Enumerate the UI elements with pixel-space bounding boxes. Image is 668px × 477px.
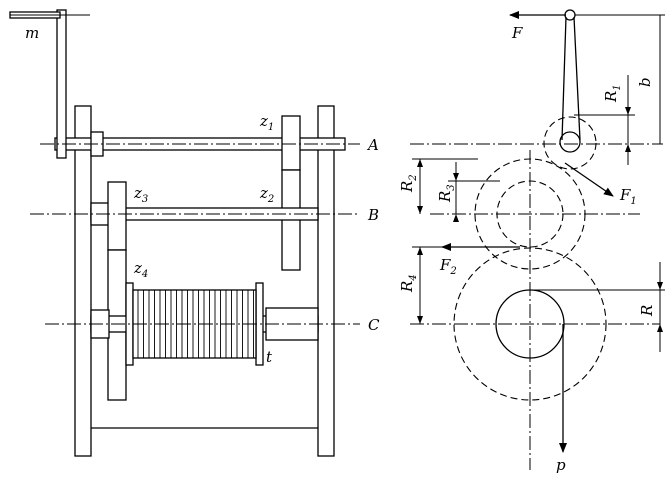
label-f2: F2 [439, 256, 457, 277]
label-r: R [638, 305, 656, 317]
crank-arm [56, 9, 67, 159]
label-m: m [25, 24, 39, 42]
gear-z4-pitch-circle [453, 247, 607, 401]
label-z3: z3 [133, 184, 148, 205]
force-f1-arrow [564, 162, 614, 197]
dim-r4-arrows [417, 247, 423, 324]
force-diagram: b R1 F F1 F2 p R2 R3 R4 [398, 9, 665, 474]
label-c: C [368, 316, 380, 334]
winch-side-view: m z1 z2 z3 z4 t A B C [9, 9, 380, 457]
gear-z2-pitch-circle [474, 158, 586, 270]
label-r4: R4 [398, 274, 419, 293]
gear-z3-pitch-circle [496, 180, 564, 248]
label-r1: R1 [602, 84, 623, 103]
label-r2: R2 [398, 174, 419, 193]
gear-z1-pitch-circle [543, 116, 597, 170]
label-f: F [511, 24, 523, 42]
label-a: A [366, 136, 379, 154]
gear-z3 [107, 181, 127, 251]
label-b: B [367, 206, 379, 224]
frame-right-plate [317, 105, 335, 457]
label-t: t [266, 348, 273, 366]
label-z1: z1 [259, 112, 274, 133]
label-z4: z4 [133, 259, 148, 280]
label-p: p [556, 456, 566, 474]
frame-left-plate [74, 105, 92, 457]
gear-z1 [281, 115, 301, 171]
crank-pivot-top [564, 9, 576, 21]
label-r3: R3 [436, 184, 457, 203]
label-f1: F1 [619, 186, 637, 207]
label-b-dim: b [636, 77, 654, 87]
crank-arm-outline [561, 16, 581, 141]
crank-hub [559, 131, 581, 153]
label-z2: z2 [259, 184, 274, 205]
